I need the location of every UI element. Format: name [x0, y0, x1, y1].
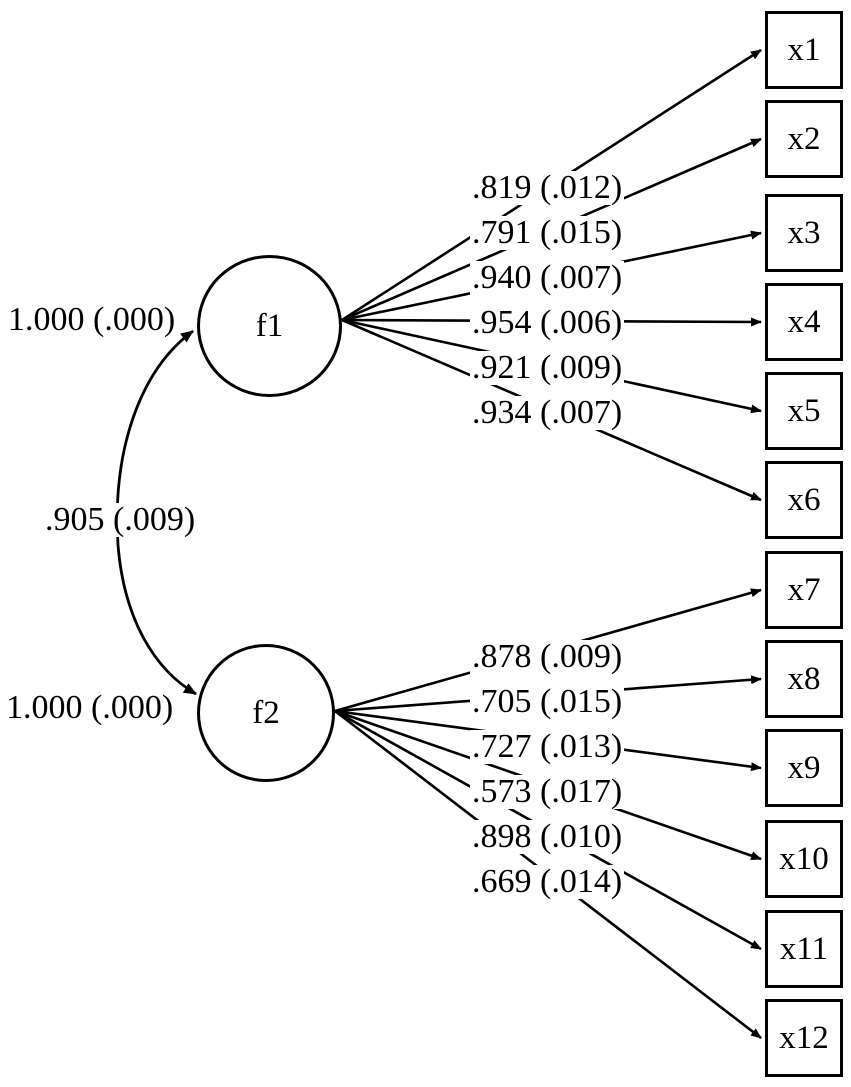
covariance-arc-lower — [116, 544, 197, 696]
loading-label-f2-x11: .898 (.010) — [470, 818, 625, 855]
indicator-label-x4: x4 — [787, 303, 821, 340]
indicator-box-x12[interactable]: x12 — [765, 999, 843, 1077]
indicator-box-x8[interactable]: x8 — [765, 640, 843, 718]
indicator-box-x6[interactable]: x6 — [765, 461, 843, 539]
loading-label-f1-x1: .819 (.012) — [470, 169, 625, 206]
indicator-label-x10: x10 — [779, 840, 829, 877]
loading-label-f1-x6: .934 (.007) — [470, 394, 625, 431]
indicator-label-x6: x6 — [787, 481, 821, 518]
factor-label-f1: f1 — [255, 307, 284, 344]
indicator-box-x2[interactable]: x2 — [765, 100, 843, 178]
loading-label-f2-x7: .878 (.009) — [470, 638, 625, 675]
loading-label-f1-x4: .954 (.006) — [470, 304, 625, 341]
indicator-label-x12: x12 — [779, 1019, 829, 1056]
indicator-box-x4[interactable]: x4 — [765, 283, 843, 361]
loading-label-f1-x2: .791 (.015) — [470, 214, 625, 251]
indicator-label-x1: x1 — [787, 31, 821, 68]
indicator-label-x9: x9 — [787, 749, 821, 786]
loading-label-f2-x9: .727 (.013) — [470, 728, 625, 765]
covariance-label-f1-f2: .905 (.009) — [43, 501, 198, 538]
indicator-box-x7[interactable]: x7 — [765, 551, 843, 629]
variance-label-f2: 1.000 (.000) — [4, 689, 176, 726]
variance-label-f1: 1.000 (.000) — [6, 301, 178, 338]
indicator-label-x8: x8 — [787, 660, 821, 697]
loading-label-f2-x8: .705 (.015) — [470, 683, 625, 720]
indicator-box-x11[interactable]: x11 — [765, 910, 843, 988]
indicator-label-x3: x3 — [787, 214, 821, 251]
indicator-label-x5: x5 — [787, 392, 821, 429]
loading-label-f1-x5: .921 (.009) — [470, 349, 625, 386]
loading-label-f2-x10: .573 (.017) — [470, 773, 625, 810]
factor-label-f2: f2 — [252, 694, 280, 731]
indicator-label-x11: x11 — [779, 930, 829, 967]
loading-label-f2-x12: .669 (.014) — [470, 863, 625, 900]
loading-label-f1-x3: .940 (.007) — [470, 259, 625, 296]
indicator-box-x5[interactable]: x5 — [765, 372, 843, 450]
indicator-box-x10[interactable]: x10 — [765, 820, 843, 898]
indicator-box-x9[interactable]: x9 — [765, 729, 843, 807]
indicator-label-x2: x2 — [787, 120, 821, 157]
factor-circle-f2[interactable]: f2 — [197, 644, 335, 782]
indicator-label-x7: x7 — [787, 571, 821, 608]
factor-circle-f1[interactable]: f1 — [197, 255, 342, 397]
indicator-box-x3[interactable]: x3 — [765, 194, 843, 272]
indicator-box-x1[interactable]: x1 — [765, 11, 843, 89]
